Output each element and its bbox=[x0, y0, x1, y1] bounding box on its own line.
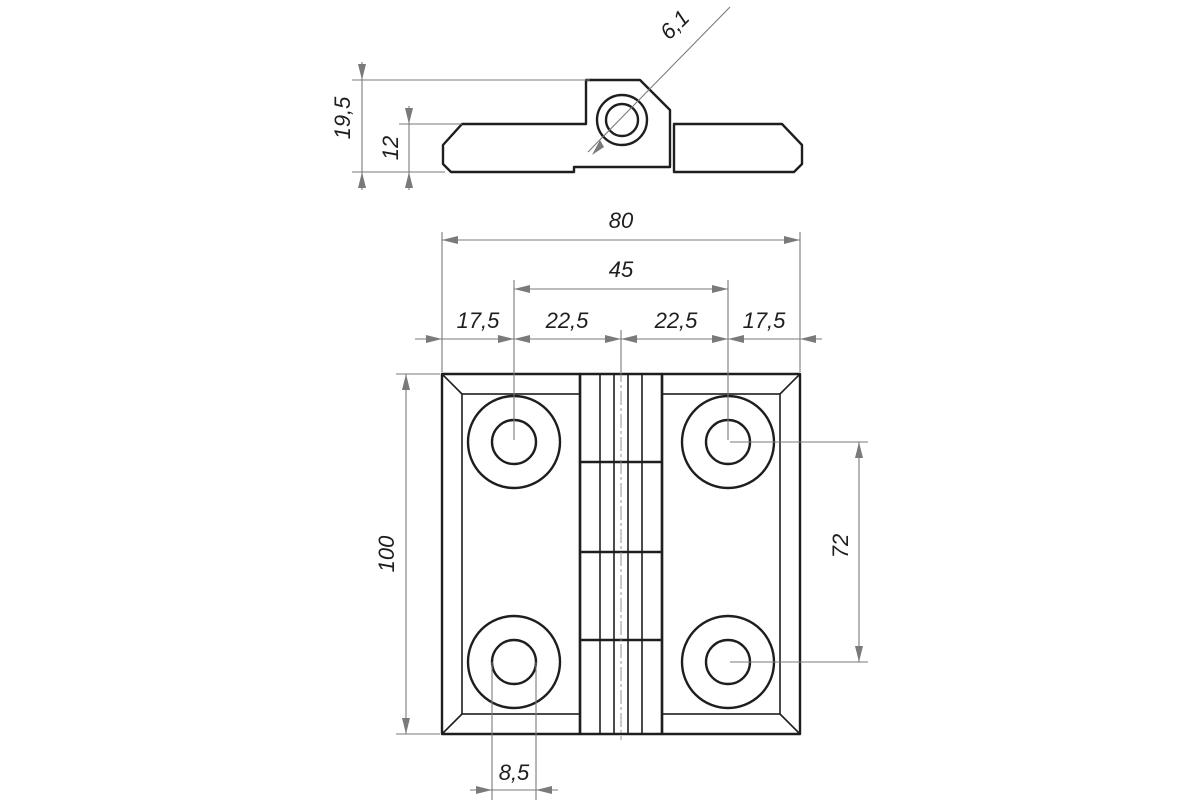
label-pin-diameter: 6,1 bbox=[655, 5, 694, 44]
arrow-side-total-top bbox=[358, 64, 366, 80]
arrow-side-leaf-top bbox=[405, 108, 413, 124]
arrow-85-right bbox=[536, 786, 552, 794]
label-hole-diameter: 8,5 bbox=[499, 760, 530, 785]
side-view: 19,5 12 6,1 bbox=[330, 5, 804, 190]
arrow-chain-2a bbox=[514, 335, 530, 343]
arrow-side-total-bottom bbox=[358, 172, 366, 188]
left-leaf-bevel-tl bbox=[441, 373, 463, 395]
label-hole-to-axis-left: 22,5 bbox=[545, 308, 590, 333]
hole-bottom-left-bore bbox=[490, 638, 538, 686]
arrow-45-right bbox=[712, 285, 728, 293]
left-leaf-bevel-bl bbox=[441, 713, 463, 735]
label-overall-height: 100 bbox=[374, 535, 399, 572]
side-view-left-leaf bbox=[441, 78, 672, 174]
arrow-chain-1a bbox=[426, 335, 442, 343]
right-leaf-bevel-br bbox=[779, 713, 801, 735]
label-edge-to-hole-left: 17,5 bbox=[457, 308, 501, 333]
right-leaf-bevel-tr bbox=[779, 373, 801, 395]
arrow-pin-diameter bbox=[592, 140, 604, 155]
arrow-chain-4a bbox=[728, 335, 744, 343]
arrow-100-bottom bbox=[402, 718, 410, 734]
label-overall-width: 80 bbox=[609, 208, 634, 233]
arrow-72-bottom bbox=[855, 646, 863, 662]
side-view-pin-hole bbox=[604, 102, 640, 138]
label-hole-pitch-vertical: 72 bbox=[828, 534, 853, 558]
hole-bottom-left bbox=[466, 614, 562, 710]
leader-pin-diameter bbox=[587, 6, 731, 153]
arrow-chain-3b bbox=[712, 335, 728, 343]
label-side-leaf-height: 12 bbox=[378, 136, 403, 160]
arrow-chain-4b bbox=[800, 335, 816, 343]
arrow-80-left bbox=[442, 236, 458, 244]
left-leaf-chamfer bbox=[461, 393, 581, 715]
label-hole-pitch-horizontal: 45 bbox=[609, 257, 634, 282]
arrow-80-right bbox=[784, 236, 800, 244]
front-dimensions: 80 45 17,5 22,5 22,5 17,5 100 72 bbox=[374, 208, 868, 800]
side-view-knuckle-outer bbox=[595, 93, 649, 147]
arrow-72-top bbox=[855, 442, 863, 458]
arrow-45-left bbox=[514, 285, 530, 293]
arrow-chain-3a bbox=[621, 335, 637, 343]
arrow-85-left bbox=[476, 786, 492, 794]
arrow-chain-2b bbox=[605, 335, 621, 343]
arrow-side-leaf-bottom bbox=[405, 172, 413, 188]
arrow-100-top bbox=[402, 374, 410, 390]
front-view bbox=[440, 345, 802, 740]
label-edge-to-hole-right: 17,5 bbox=[743, 308, 787, 333]
label-axis-to-hole-right: 22,5 bbox=[654, 308, 699, 333]
side-view-right-leaf bbox=[672, 122, 804, 174]
arrow-chain-1b bbox=[498, 335, 514, 343]
label-side-total-height: 19,5 bbox=[330, 96, 355, 140]
hole-bottom-left-counterbore bbox=[466, 614, 562, 710]
